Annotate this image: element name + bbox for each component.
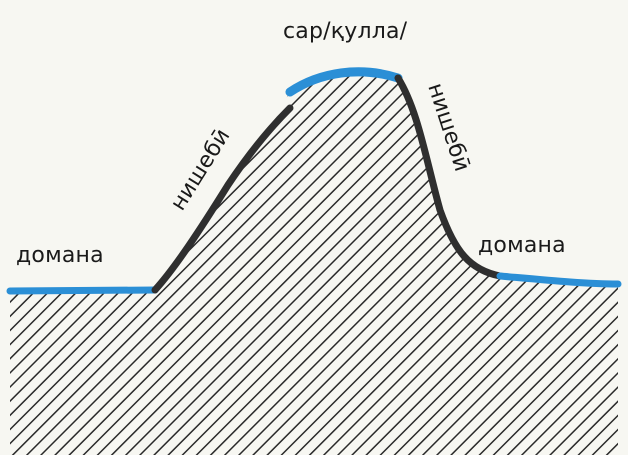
slope-left-segment	[151, 104, 294, 294]
slope-right-segment	[394, 74, 504, 280]
hill-body	[10, 71, 618, 455]
foot-right-segment	[496, 272, 622, 288]
foot-right-label: домана	[478, 233, 566, 258]
foot-left-label: домана	[16, 243, 104, 268]
summit-segment	[285, 67, 403, 97]
summit-label: сар/қулла/	[283, 19, 408, 44]
foot-left-segment	[6, 286, 159, 295]
